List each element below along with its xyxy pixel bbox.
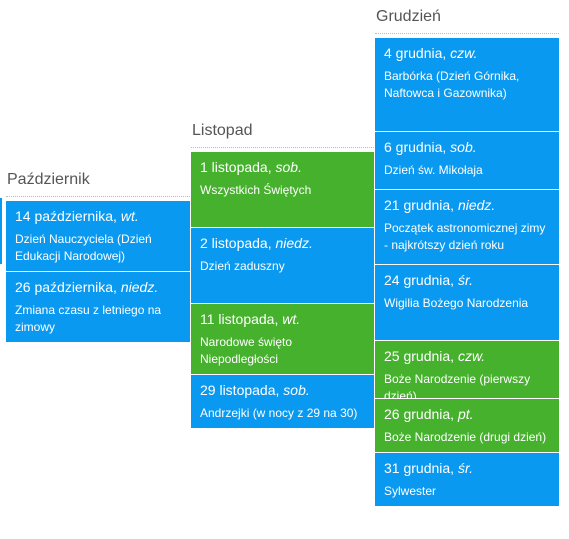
event-card[interactable]: 14 października, wt. Dzień Nauczyciela (… — [6, 201, 190, 272]
event-description: Wszystkich Świętych — [200, 183, 312, 197]
month-title-divider — [191, 147, 374, 148]
month-title-divider — [6, 196, 190, 197]
event-card[interactable]: 29 listopada, sob. Andrzejki (w nocy z 2… — [191, 375, 374, 429]
event-card[interactable]: 25 grudnia, czw. Boże Narodzenie (pierws… — [375, 341, 559, 399]
event-weekday: pt. — [457, 406, 474, 422]
event-description: Początek astronomicznej zimy - najkrótsz… — [384, 221, 546, 252]
event-date: 21 grudnia, niedz. — [384, 197, 496, 213]
event-description: Boże Narodzenie (drugi dzień) — [384, 430, 547, 444]
event-description: Dzień św. Mikołaja — [384, 163, 483, 177]
event-description: Zmiana czasu z letniego na zimowy — [15, 303, 162, 334]
event-description: Narodowe święto Niepodległości — [200, 335, 293, 366]
event-weekday: wt. — [282, 311, 301, 327]
event-weekday: czw. — [457, 348, 486, 364]
event-weekday: wt. — [120, 208, 139, 224]
event-card[interactable]: 21 grudnia, niedz. Początek astronomiczn… — [375, 190, 559, 265]
event-date: 2 listopada, niedz. — [200, 235, 313, 251]
event-date: 26 grudnia, pt. — [384, 406, 474, 422]
month-title: Październik — [7, 171, 90, 188]
event-date: 24 grudnia, śr. — [384, 272, 473, 288]
month-column-pazdziernik: Październik 14 października, wt. Dzień N… — [6, 170, 190, 343]
event-card[interactable]: 1 listopada, sob. Wszystkich Świętych — [191, 152, 374, 228]
event-card[interactable]: 24 grudnia, śr. Wigilia Bożego Narodzeni… — [375, 265, 559, 341]
event-card[interactable]: 26 października, niedz. Zmiana czasu z l… — [6, 272, 190, 343]
event-date: 14 października, wt. — [15, 208, 139, 224]
event-card[interactable]: 11 listopada, wt. Narodowe święto Niepod… — [191, 304, 374, 375]
month-title: Listopad — [192, 122, 253, 139]
month-column-grudzien: Grudzień 4 grudnia, czw. Barbórka (Dzień… — [375, 7, 559, 507]
event-weekday: sob. — [283, 382, 310, 398]
left-edge-strip — [0, 198, 2, 264]
event-date: 4 grudnia, czw. — [384, 45, 478, 61]
event-weekday: niedz. — [275, 235, 313, 251]
event-date: 6 grudnia, sob. — [384, 139, 477, 155]
event-weekday: czw. — [450, 45, 478, 61]
event-weekday: niedz. — [120, 279, 159, 295]
event-card[interactable]: 2 listopada, niedz. Dzień zaduszny — [191, 228, 374, 304]
event-date: 1 listopada, sob. — [200, 159, 302, 175]
event-weekday: sob. — [450, 139, 477, 155]
event-card[interactable]: 6 grudnia, sob. Dzień św. Mikołaja — [375, 132, 559, 190]
event-card[interactable]: 31 grudnia, śr. Sylwester — [375, 453, 559, 507]
event-weekday: sob. — [275, 159, 302, 175]
month-title: Grudzień — [376, 8, 441, 25]
event-description: Sylwester — [384, 484, 437, 498]
event-description: Boże Narodzenie (pierwszy dzień) — [384, 372, 531, 399]
event-date: 11 listopada, wt. — [200, 311, 301, 327]
month-title-divider — [375, 33, 559, 34]
event-description: Andrzejki (w nocy z 29 na 30) — [200, 406, 358, 420]
event-weekday: niedz. — [457, 197, 496, 213]
event-date: 25 grudnia, czw. — [384, 348, 486, 364]
month-column-listopad: Listopad 1 listopada, sob. Wszystkich Św… — [191, 121, 374, 429]
event-description: Barbórka (Dzień Górnika, Naftowca i Gazo… — [384, 69, 520, 100]
event-description: Dzień Nauczyciela (Dzień Edukacji Narodo… — [15, 232, 152, 263]
event-date: 26 października, niedz. — [15, 279, 159, 295]
event-date: 29 listopada, sob. — [200, 382, 310, 398]
event-date: 31 grudnia, śr. — [384, 460, 473, 476]
event-card[interactable]: 26 grudnia, pt. Boże Narodzenie (drugi d… — [375, 399, 559, 453]
event-description: Wigilia Bożego Narodzenia — [384, 296, 529, 310]
event-description: Dzień zaduszny — [200, 259, 285, 273]
event-card[interactable]: 4 grudnia, czw. Barbórka (Dzień Górnika,… — [375, 38, 559, 132]
event-weekday: śr. — [457, 460, 473, 476]
event-weekday: śr. — [457, 272, 473, 288]
